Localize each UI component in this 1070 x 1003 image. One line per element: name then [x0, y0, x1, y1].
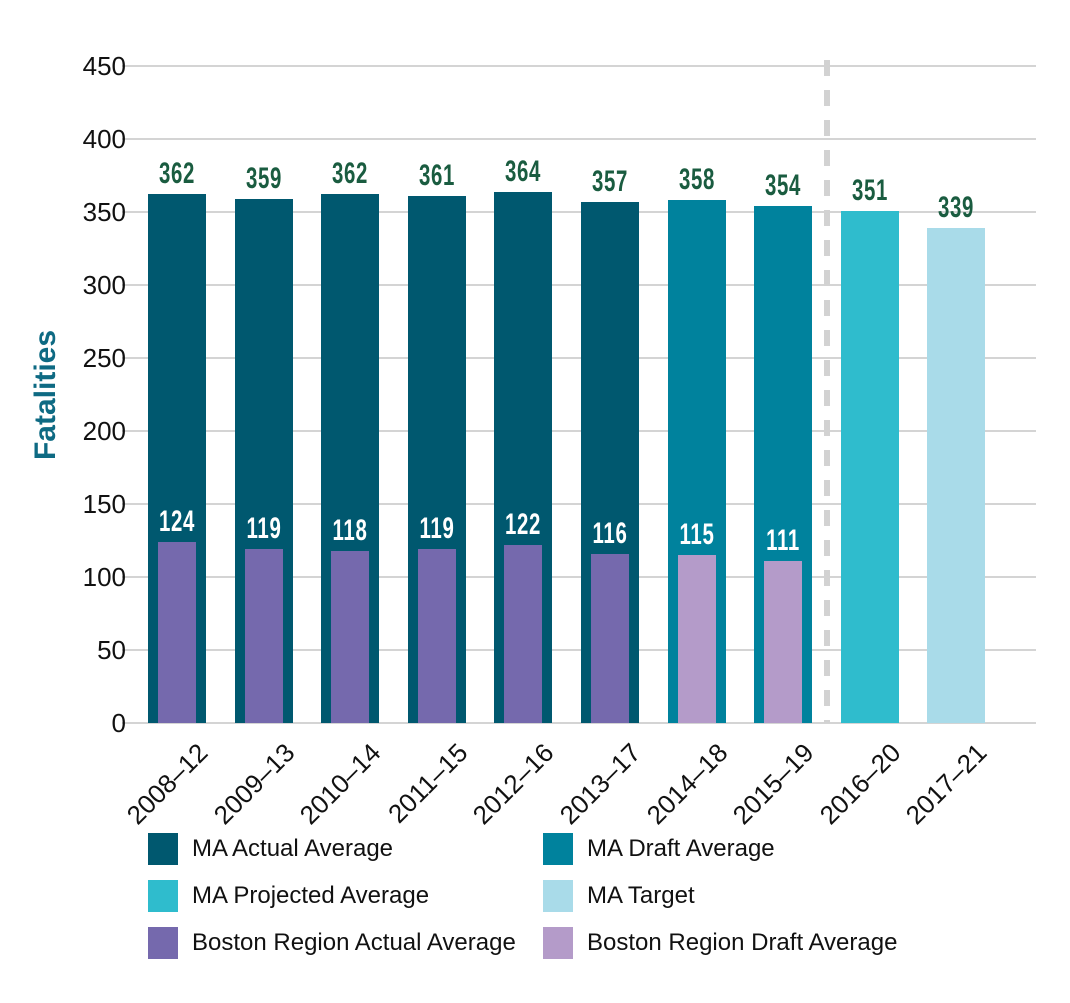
legend-item: MA Projected Average [148, 880, 543, 912]
y-tick-label: 150 [82, 489, 126, 519]
value-label: 124 [158, 504, 196, 538]
value-label: 357 [591, 164, 629, 198]
legend-swatch [543, 880, 573, 912]
legend-item: MA Draft Average [543, 833, 897, 865]
legend-label: Boston Region Actual Average [192, 929, 516, 956]
bar-boston-region-actual-average-2012–16 [504, 544, 543, 723]
gridline-250 [122, 357, 1036, 359]
legend-swatch [543, 927, 573, 959]
bar-boston-region-actual-average-2009–13 [244, 549, 283, 723]
legend-swatch [543, 833, 573, 865]
bar-boston-region-actual-average-2013–17 [591, 553, 629, 723]
value-label: 122 [505, 507, 542, 541]
gridline-150 [122, 503, 1036, 505]
y-tick-label: 450 [82, 51, 126, 81]
bar-boston-region-actual-average-2010–14 [331, 550, 370, 723]
value-label: 116 [592, 516, 628, 550]
divider-dashed-line [823, 60, 830, 723]
bar-ma-projected-average-2016–20 [840, 210, 899, 723]
value-label: 111 [766, 523, 801, 557]
value-label: 362 [158, 157, 196, 191]
legend-label: MA Draft Average [587, 835, 775, 862]
y-tick-label: 300 [82, 270, 126, 300]
gridline-0 [122, 722, 1036, 724]
legend-item: MA Actual Average [148, 833, 543, 865]
value-label: 362 [332, 157, 369, 191]
y-tick-label: 350 [82, 197, 126, 227]
legend-item: Boston Region Actual Average [148, 927, 543, 959]
bar-ma-target-2017–21 [927, 228, 986, 723]
gridline-350 [122, 211, 1036, 213]
legend-label: MA Target [587, 882, 695, 909]
legend-label: MA Projected Average [192, 882, 430, 909]
y-tick-label: 100 [82, 562, 126, 592]
value-label: 351 [851, 173, 888, 207]
value-label: 361 [418, 158, 455, 192]
bar-boston-region-actual-average-2011–15 [417, 549, 456, 723]
legend-label: MA Actual Average [192, 835, 394, 862]
value-label: 339 [938, 191, 975, 225]
value-label: 119 [419, 512, 455, 546]
legend-item: Boston Region Draft Average [543, 927, 897, 959]
gridline-300 [122, 284, 1036, 286]
gridline-50 [122, 649, 1036, 651]
bar-boston-region-draft-average-2014–18 [677, 555, 716, 723]
bar-boston-region-actual-average-2008–12 [158, 541, 196, 723]
gridline-450 [122, 65, 1036, 67]
gridline-200 [122, 430, 1036, 432]
value-label: 359 [245, 161, 282, 195]
value-label: 118 [332, 513, 368, 547]
value-label: 364 [505, 154, 542, 188]
y-tick-label: 250 [82, 343, 126, 373]
legend-swatch [148, 927, 178, 959]
y-tick-label: 0 [111, 708, 126, 738]
y-tick-label: 400 [82, 124, 126, 154]
value-label: 119 [246, 512, 282, 546]
legend-swatch [148, 880, 178, 912]
value-label: 358 [678, 163, 715, 197]
legend-item: MA Target [543, 880, 897, 912]
value-label: 354 [765, 169, 802, 203]
value-label: 115 [679, 518, 715, 552]
gridline-400 [122, 138, 1036, 140]
legend: MA Actual Average MA Draft Average MA Proj… [148, 833, 897, 959]
legend-swatch [148, 833, 178, 865]
y-tick-label: 200 [82, 416, 126, 446]
gridline-100 [122, 576, 1036, 578]
bar-boston-region-draft-average-2015–19 [764, 560, 803, 723]
legend-label: Boston Region Draft Average [587, 929, 898, 956]
y-tick-label: 50 [97, 635, 126, 665]
